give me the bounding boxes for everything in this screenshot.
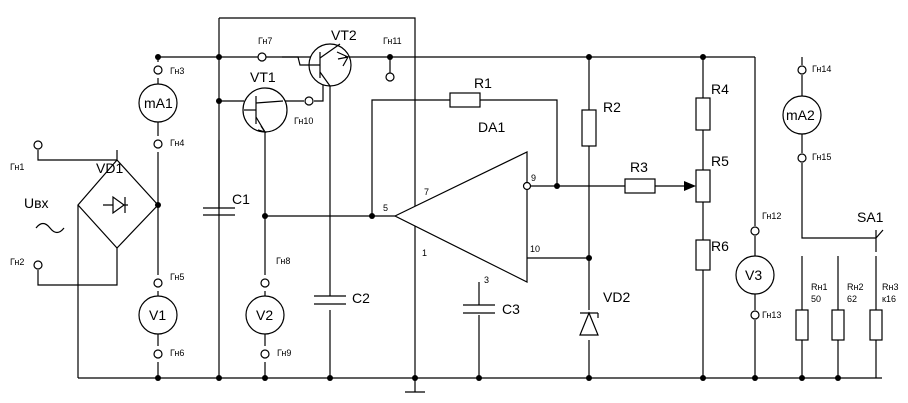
label-gn2: Гн2 (10, 257, 24, 267)
capacitor-c1 (203, 140, 235, 216)
label-v1: V1 (149, 307, 166, 323)
label-rn3-value: к16 (882, 294, 896, 304)
voltmeter-v2 (245, 295, 285, 335)
resistor-r4 (695, 97, 711, 131)
junction-dots (155, 54, 841, 381)
load-resistor-rn1 (795, 309, 809, 341)
jack-gn11 (385, 72, 395, 82)
labels: Гн1 Гн2 Гн3 Гн4 Гн5 Гн6 Гн7 Гн8 Гн9 Гн10… (10, 27, 898, 358)
jack-gn1 (33, 140, 43, 150)
voltmeter-v1 (138, 295, 178, 335)
milliammeter-ma2 (782, 95, 822, 135)
load-resistor-rn3 (869, 309, 883, 341)
opamp-pin-5: 5 (383, 203, 388, 213)
label-sa1: SA1 (857, 209, 884, 225)
label-ma1: mA1 (144, 95, 173, 111)
label-rn2: Rн2 (847, 282, 863, 292)
opamp-pin-1: 1 (422, 248, 427, 258)
jack-gn9 (260, 349, 270, 359)
transistor-vt1 (242, 87, 288, 134)
label-gn11: Гн11 (383, 36, 402, 46)
label-r2: R2 (603, 99, 621, 115)
label-rn1: Rн1 (811, 282, 827, 292)
label-rn2-value: 62 (847, 294, 857, 304)
label-r1: R1 (474, 75, 492, 91)
label-c2: C2 (352, 290, 370, 306)
label-c1: C1 (232, 191, 250, 207)
transistor-vt2 (282, 43, 352, 87)
potentiometer-r5 (684, 169, 711, 203)
wires (37, 17, 882, 393)
label-gn15: Гн15 (812, 152, 831, 162)
label-gn4: Гн4 (170, 138, 184, 148)
label-vd1: VD1 (96, 160, 123, 176)
voltmeter-v3 (735, 255, 775, 295)
jack-gn12 (750, 226, 760, 236)
jack-gn15 (797, 153, 807, 163)
label-gn14: Гн14 (812, 64, 831, 74)
resistor-r1 (449, 92, 481, 108)
opamp-pin-3: 3 (484, 275, 489, 285)
label-vd2: VD2 (603, 289, 630, 305)
label-gn9: Гн9 (277, 348, 291, 358)
opamp-pin-10: 10 (530, 244, 540, 254)
capacitor-c3 (463, 304, 495, 314)
resistor-r3 (624, 178, 656, 194)
jack-gn4 (153, 139, 163, 149)
opamp-pin-9: 9 (531, 173, 536, 183)
zener-diode-vd2 (579, 311, 599, 336)
label-r4: R4 (711, 81, 729, 97)
jack-gn5 (153, 278, 163, 288)
jack-gn8 (260, 278, 270, 288)
label-r3: R3 (630, 159, 648, 175)
label-gn10: Гн10 (294, 116, 313, 126)
label-rn1-value: 50 (811, 294, 821, 304)
switch-sa1 (875, 229, 884, 239)
label-gn7: Гн7 (258, 36, 272, 46)
opamp-pin-7: 7 (424, 187, 429, 197)
label-gn5: Гн5 (170, 272, 184, 282)
opamp-da1 (393, 151, 532, 283)
capacitor-c2 (314, 295, 346, 305)
resistor-r2 (581, 109, 597, 147)
jack-gn2 (33, 260, 43, 270)
label-r6: R6 (711, 238, 729, 254)
load-resistor-rn2 (831, 309, 845, 341)
label-uin: Uвх (24, 195, 49, 211)
label-c3: C3 (502, 301, 520, 317)
jack-gn14 (797, 65, 807, 75)
label-v2: V2 (256, 307, 273, 323)
label-gn12: Гн12 (762, 211, 781, 221)
milliammeter-ma1 (138, 83, 178, 123)
ac-source-symbol (35, 222, 65, 234)
label-rn3: Rн3 (882, 282, 898, 292)
label-v3: V3 (745, 267, 762, 283)
label-gn1: Гн1 (10, 162, 24, 172)
label-gn8: Гн8 (276, 256, 290, 266)
jack-gn6 (153, 349, 163, 359)
label-gn3: Гн3 (170, 66, 184, 76)
label-vt2: VT2 (331, 27, 357, 43)
label-r5: R5 (711, 153, 729, 169)
bridge-rectifier-vd1 (77, 159, 159, 249)
label-gn6: Гн6 (170, 348, 184, 358)
jacks (33, 52, 807, 359)
label-gn13: Гн13 (762, 310, 781, 320)
label-ma2: mA2 (786, 107, 815, 123)
label-da1: DA1 (478, 119, 505, 135)
jack-gn3 (153, 65, 163, 75)
jack-gn10 (304, 96, 314, 106)
jack-gn7 (257, 52, 267, 62)
resistor-r6 (695, 239, 711, 271)
jack-gn13 (750, 310, 760, 320)
label-vt1: VT1 (250, 69, 276, 85)
